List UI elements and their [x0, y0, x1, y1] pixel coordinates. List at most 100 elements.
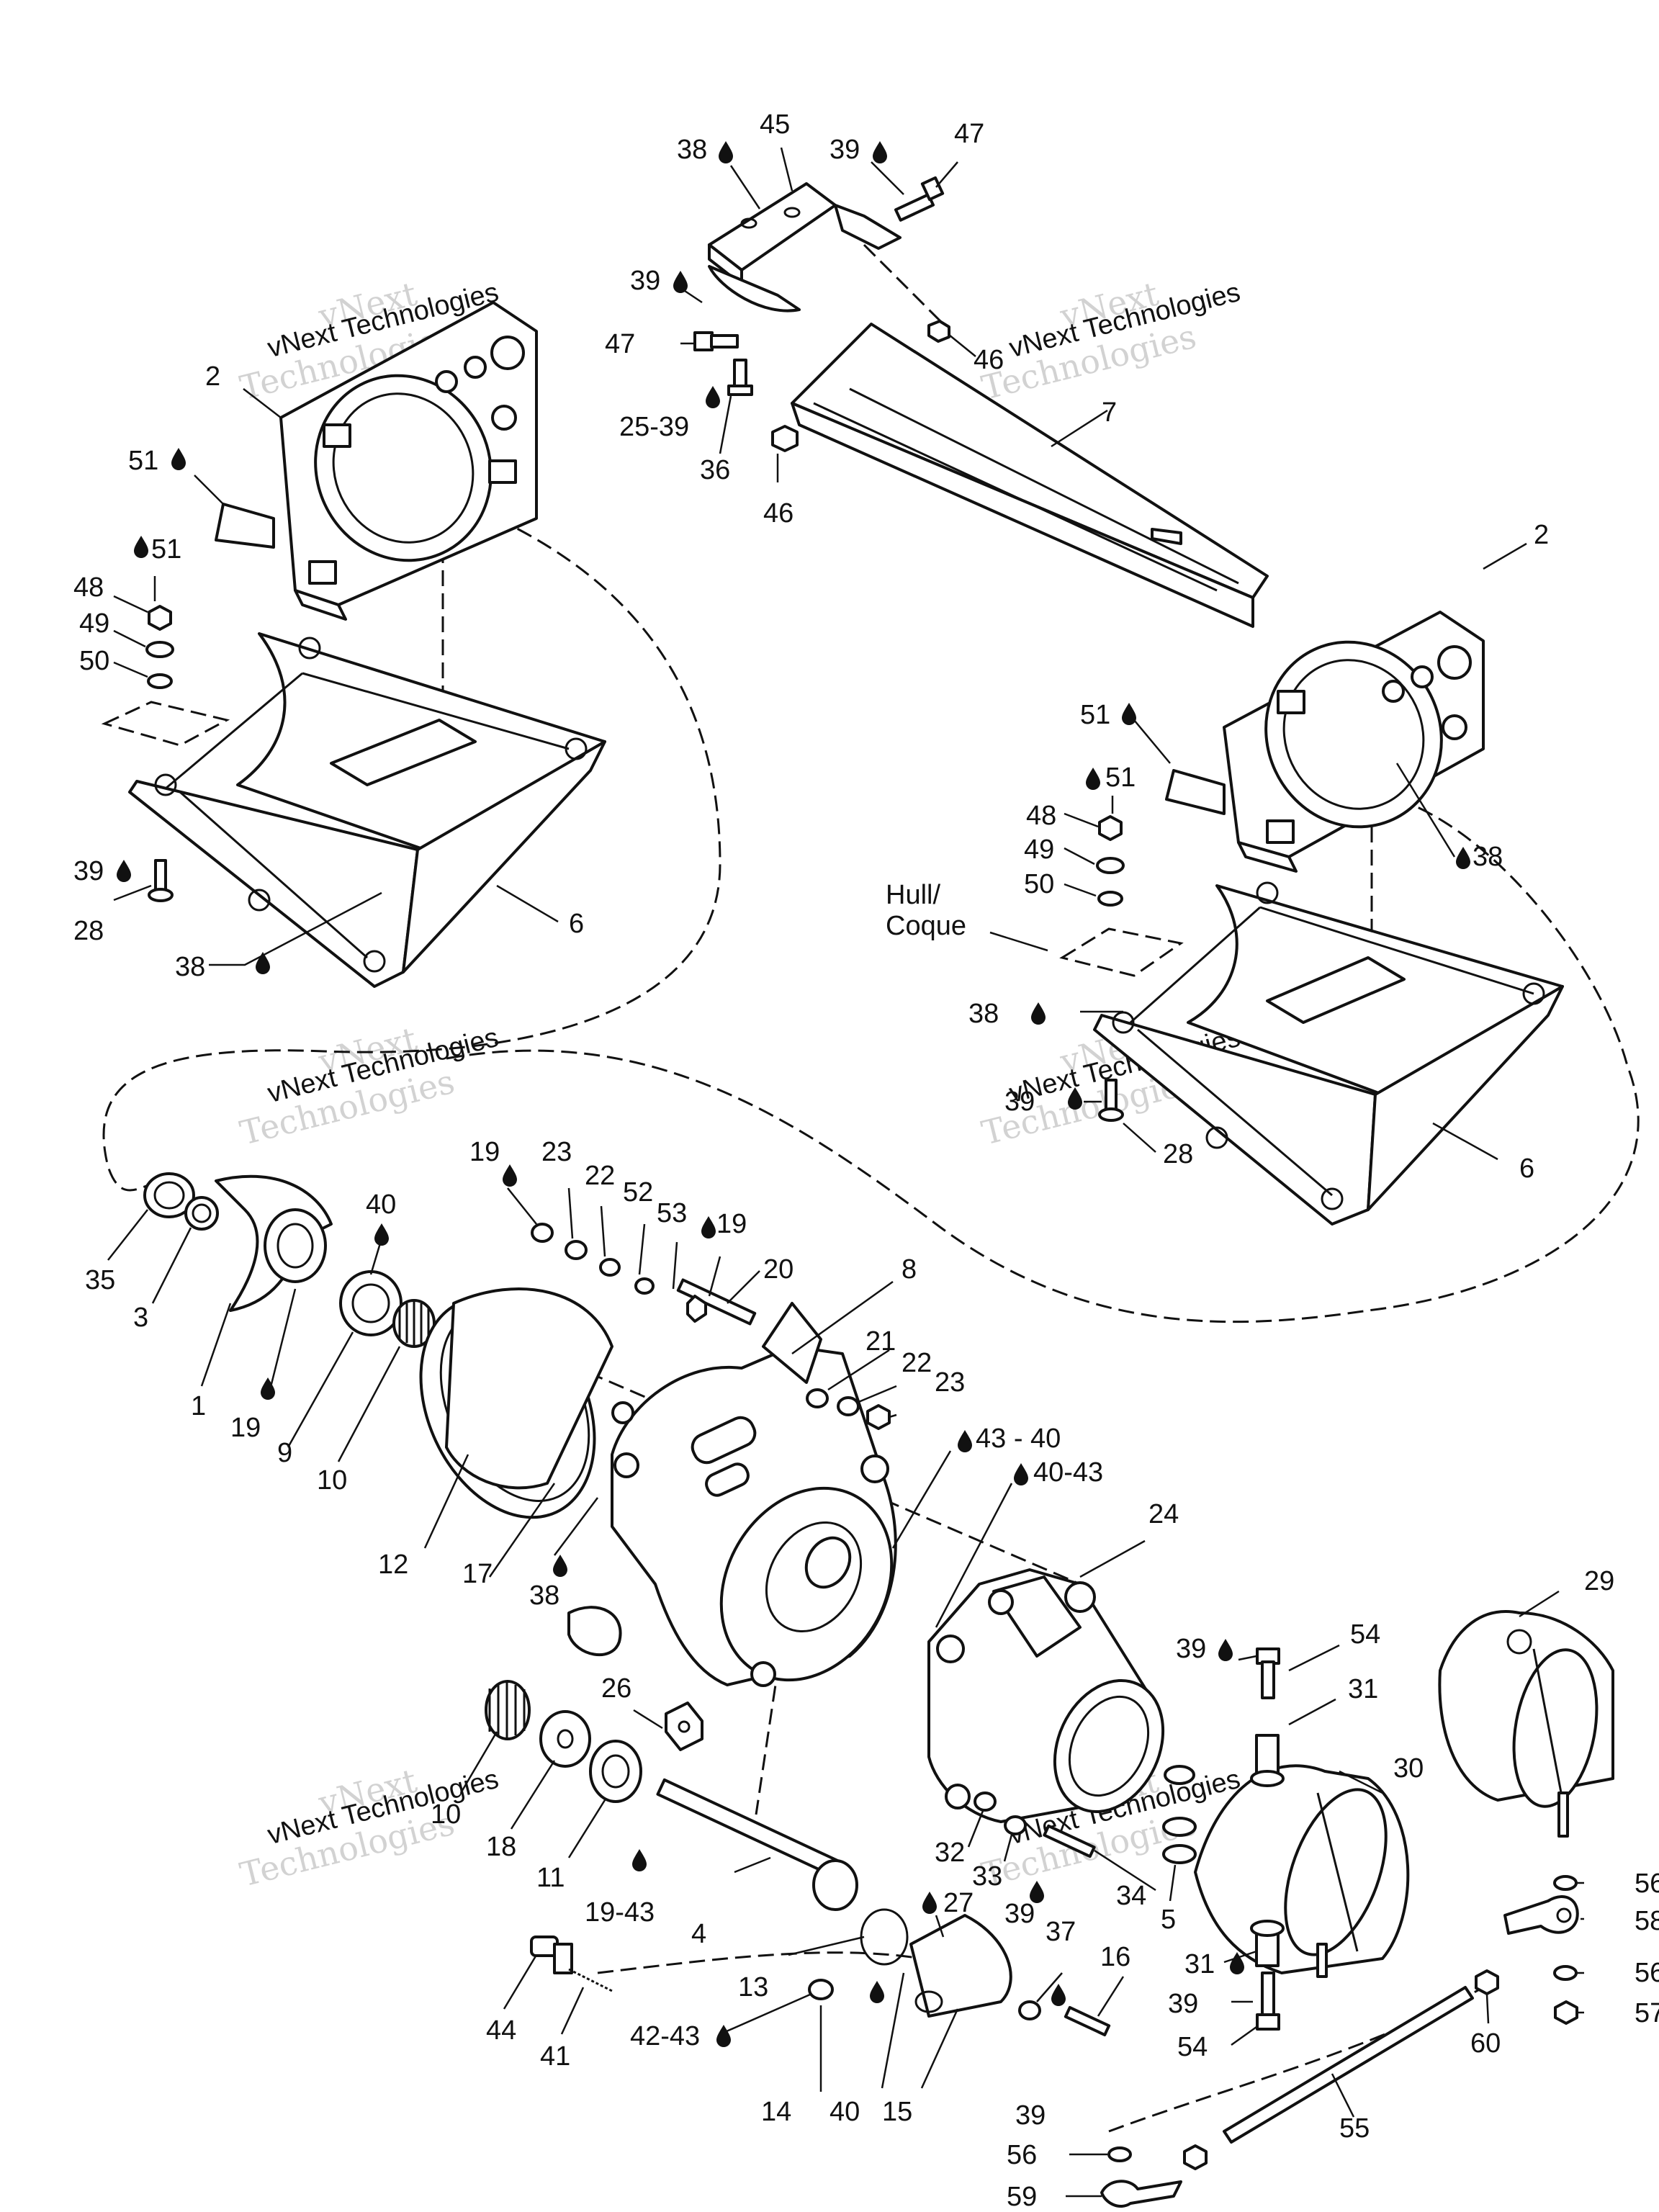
callout-10: 10 [317, 1465, 347, 1496]
callout-40: 40 [366, 1190, 396, 1220]
callout-39: 39 [1004, 1087, 1035, 1117]
drop-icon [553, 1555, 567, 1577]
insert-26 [665, 1701, 703, 1751]
callout-39: 39 [630, 266, 660, 296]
drop-icon [1218, 1639, 1233, 1661]
callout-57: 57 [1635, 1998, 1659, 2028]
callout-25-39: 25-39 [619, 412, 689, 442]
drop-icon [256, 952, 270, 974]
drop-icon [117, 860, 131, 882]
callout-54: 54 [1350, 1619, 1380, 1650]
callout-35: 35 [85, 1265, 115, 1295]
callout-14: 14 [761, 2097, 791, 2127]
callout-46: 46 [974, 345, 1004, 375]
callout-37: 37 [1046, 1917, 1076, 1947]
callout-40-43: 40-43 [1033, 1457, 1103, 1488]
callout-34: 34 [1116, 1881, 1146, 1911]
drop-icon [1122, 703, 1136, 725]
callout-28: 28 [1163, 1139, 1193, 1169]
spacer-11 [589, 1740, 642, 1803]
dash-path-right [446, 791, 1640, 1323]
wear-ring-35 [143, 1172, 195, 1218]
callout-39: 39 [1015, 2100, 1046, 2131]
impeller-1 [215, 1174, 333, 1312]
callout-24: 24 [1148, 1499, 1179, 1529]
callout-51: 51 [151, 534, 181, 565]
callout-19: 19 [716, 1209, 747, 1239]
callout-49: 49 [1024, 835, 1054, 865]
callout-4: 4 [691, 1919, 706, 1949]
drop-icon [374, 1223, 389, 1246]
callout-39: 39 [1168, 1989, 1198, 2019]
tube-7 [791, 323, 1269, 628]
callout-3: 3 [133, 1303, 148, 1333]
seal-9 [339, 1270, 403, 1336]
screw-36 [727, 359, 753, 396]
callout-23: 23 [935, 1367, 965, 1398]
callout-30: 30 [1393, 1753, 1424, 1784]
pump-housing-8 [567, 1302, 897, 1687]
callout-26: 26 [601, 1673, 631, 1704]
screw-28-left [148, 859, 174, 902]
washer-18 [539, 1710, 591, 1768]
nut-14 [808, 1979, 834, 2000]
callout-50: 50 [1024, 869, 1054, 899]
steering-hardware-right [1475, 1875, 1579, 2025]
callout-38: 38 [968, 999, 999, 1029]
bolt-47-mid [693, 331, 739, 351]
stud-20-hardware [531, 1223, 757, 1326]
callout-38: 38 [175, 952, 205, 982]
callout-labels: 45 47 38 39 39 47 46 7 25-39 36 46 2 51 … [73, 109, 1659, 2212]
drop-icon [1086, 768, 1100, 790]
plate-2-right [1165, 611, 1485, 873]
callout-52: 52 [623, 1177, 653, 1208]
callout-8: 8 [902, 1254, 917, 1285]
callout-16: 16 [1100, 1942, 1130, 1972]
callout-15: 15 [882, 2097, 912, 2127]
plate-2-left [215, 301, 538, 621]
screw-28-right [1098, 1079, 1124, 1122]
dash-bottom [597, 1951, 922, 1974]
drop-icon [716, 2025, 731, 2047]
callout-48: 48 [1026, 801, 1056, 831]
callout-22: 22 [585, 1161, 615, 1191]
callout-1: 1 [191, 1391, 206, 1421]
callout-45: 45 [760, 109, 790, 140]
callout-51: 51 [1080, 700, 1110, 730]
drop-icon [873, 141, 887, 163]
callout-12: 12 [378, 1550, 408, 1580]
callout-23: 23 [541, 1137, 572, 1167]
callout-29: 29 [1584, 1566, 1614, 1596]
grate-6-right [1093, 881, 1564, 1226]
callout-51: 51 [1105, 763, 1136, 793]
callout-58: 58 [1635, 1906, 1659, 1936]
steering-hardware-left [1100, 2144, 1208, 2208]
callout-5: 5 [1161, 1905, 1176, 1935]
plug-44 [530, 1936, 573, 1974]
drop-icon [958, 1430, 972, 1452]
callout-31: 31 [1348, 1674, 1378, 1704]
callout-53: 53 [657, 1198, 687, 1228]
callout-59: 59 [1007, 2182, 1037, 2212]
callout-28: 28 [73, 916, 104, 946]
callout-43-40: 43 - 40 [976, 1424, 1061, 1454]
callout-10: 10 [431, 1799, 461, 1830]
callout-7: 7 [1102, 397, 1117, 428]
hardware-48-49-50-right [1059, 815, 1184, 977]
bolt-47-top [894, 176, 945, 222]
callout-41: 41 [540, 2041, 570, 2072]
callout-19-43: 19-43 [585, 1897, 655, 1928]
hull-label-line2: Coque [886, 911, 966, 941]
callout-20: 20 [763, 1254, 793, 1285]
callout-48: 48 [73, 572, 104, 603]
callout-21: 21 [866, 1326, 896, 1357]
drop-icon [719, 141, 733, 163]
callout-39: 39 [73, 856, 104, 886]
drop-icon [1051, 1984, 1066, 2006]
hardware-48-49-50-left [101, 605, 230, 747]
drop-icon [922, 1892, 937, 1914]
callout-6: 6 [569, 909, 584, 939]
callout-13: 13 [738, 1972, 768, 2002]
callout-47: 47 [605, 329, 635, 359]
callout-38: 38 [1473, 842, 1503, 872]
